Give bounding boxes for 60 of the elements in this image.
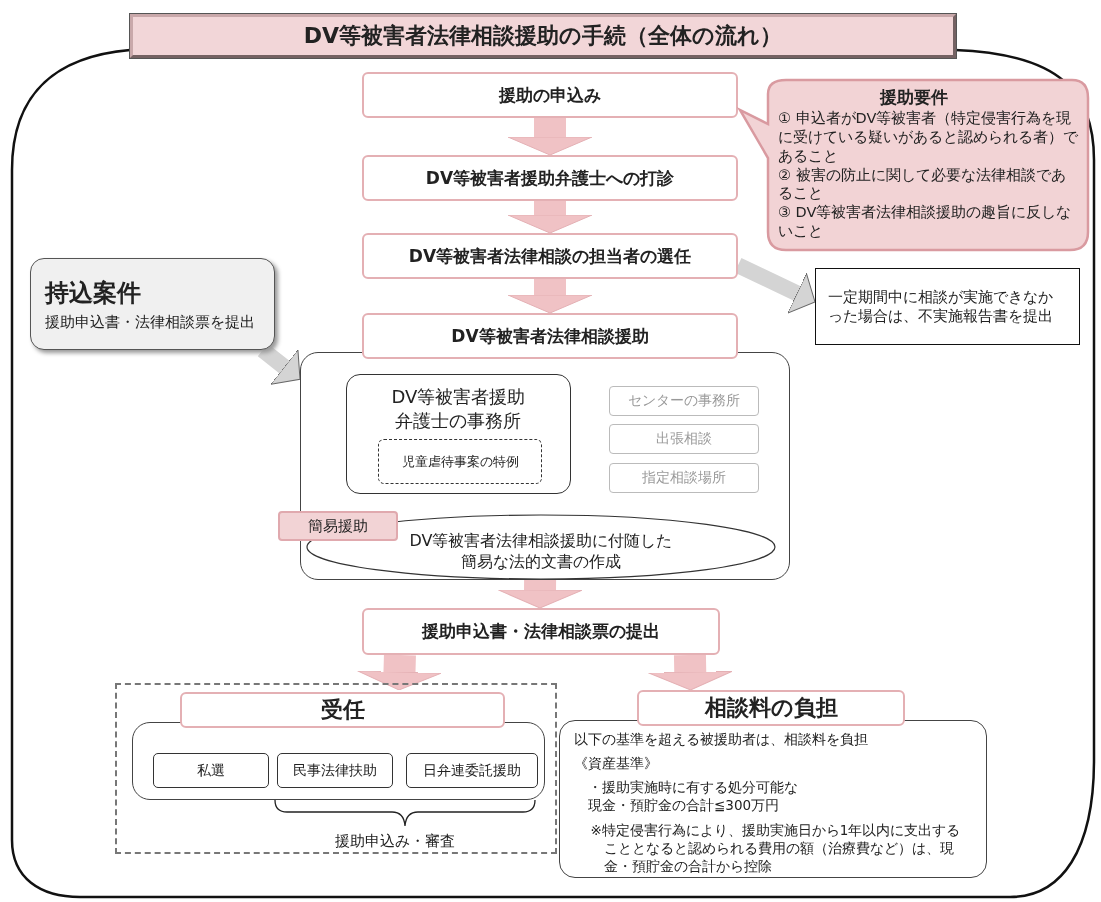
node-text: 出張相談 xyxy=(656,430,712,448)
node-text: 民事法律扶助 xyxy=(293,761,377,780)
heading: 援助要件 xyxy=(880,86,948,109)
dashed-group-frame xyxy=(115,683,557,854)
node-text: 受任 xyxy=(320,696,365,724)
process-box xyxy=(362,155,738,201)
block-arrow xyxy=(497,579,583,609)
node-text: 以下の基準を超える被援助者は、相談料を負担 xyxy=(574,731,868,749)
node-text: 児童虐待事案の特例 xyxy=(401,452,519,471)
node-text: 援助の申込み xyxy=(499,83,601,107)
option-box xyxy=(277,753,393,788)
block-arrow xyxy=(357,654,442,691)
node-text: ・援助実施時に有する処分可能な現金・預貯金の合計≦300万円 xyxy=(587,779,799,815)
block-arrow xyxy=(507,279,593,314)
node-text: DV等被害者援助弁護士への打診 xyxy=(425,166,675,190)
info-card xyxy=(559,720,987,878)
option-box xyxy=(609,386,759,416)
option-box xyxy=(609,463,759,493)
node-text: 相談料の負担 xyxy=(704,694,838,722)
node-text: 援助申込書・法律相談票の提出 xyxy=(422,620,660,643)
title-banner: DV等被害者法律相談援助の手続（全体の流れ） xyxy=(130,14,956,58)
node-text: DV等被害者援助弁護士の事務所 xyxy=(390,385,527,434)
process-box xyxy=(637,690,905,726)
callout-bubble xyxy=(738,80,1090,252)
dashed-box xyxy=(378,439,542,484)
node-text: ③ DV等被害者法律相談援助の趣旨に反しないこと xyxy=(778,203,1073,241)
node-text: 指定相談場所 xyxy=(642,469,726,487)
node-text: DV等被害者法律相談の担当者の選任 xyxy=(408,244,692,268)
node-text: ※特定侵害行為により、援助実施日から1年以内に支出することとなると認められる費用の額（治療費など）は、現金・預貯金の合計から控除 xyxy=(589,821,962,876)
block-arrow xyxy=(647,654,733,691)
note-box xyxy=(815,268,1080,345)
block-arrow xyxy=(507,201,593,234)
node-text: DV等被害者法律相談援助に付随した簡易な法的文書の作成 xyxy=(408,531,674,573)
node-text: DV等被害者法律相談援助 xyxy=(451,324,649,348)
block-arrow xyxy=(507,118,593,156)
bracket-label: 援助申込み・審査 xyxy=(334,832,456,851)
node-text: 《資産基準》 xyxy=(574,755,658,773)
container-box xyxy=(132,722,545,800)
node-text: ② 被害の防止に関して必要な法律相談であること xyxy=(778,165,1067,204)
node-text: 私選 xyxy=(197,761,225,780)
node-text: センターの事務所 xyxy=(628,392,740,410)
office-box xyxy=(346,374,571,494)
option-box xyxy=(609,424,759,454)
node-text: 簡易援助 xyxy=(308,516,368,536)
tag-label xyxy=(278,511,398,541)
heading: 持込案件 xyxy=(45,277,141,309)
process-box xyxy=(362,313,738,359)
option-box xyxy=(153,753,269,788)
ellipse-shape xyxy=(306,514,776,580)
node-text: 一定期間中に相談が実施できなかった場合は、不実施報告書を提出 xyxy=(828,287,1054,326)
process-box xyxy=(362,233,738,279)
process-box xyxy=(362,608,720,655)
process-box xyxy=(180,692,505,728)
container-box xyxy=(300,352,790,580)
info-card xyxy=(30,258,275,350)
node-text: 日弁連委託援助 xyxy=(423,761,521,780)
node-text: 援助申込書・法律相談票を提出 xyxy=(45,312,255,332)
option-box xyxy=(406,753,538,788)
node-text: ① 申込者がDV等被害者（特定侵害行為を現に受けている疑いがあると認められる者）であること xyxy=(778,109,1079,166)
process-box xyxy=(362,72,738,118)
